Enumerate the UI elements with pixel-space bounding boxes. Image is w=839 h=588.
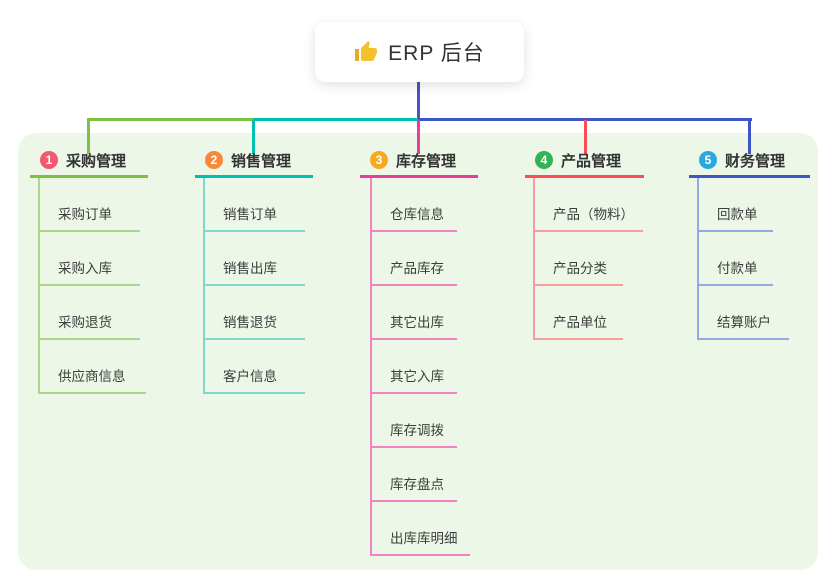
node-receipt-order-label: 回款单	[717, 207, 758, 222]
branch-finance-rail	[697, 178, 699, 340]
node-settlement-account-label: 结算账户	[717, 315, 771, 330]
branch-purchase-header[interactable]: 1 采购管理	[30, 147, 148, 173]
branch-product-header[interactable]: 4 产品管理	[525, 147, 644, 173]
node-product-stock[interactable]: 产品库存	[370, 250, 457, 286]
branch-product-badge: 4	[535, 151, 553, 169]
node-other-inbound-label: 其它入库	[390, 369, 444, 384]
node-payment-order[interactable]: 付款单	[697, 250, 773, 286]
node-receipt-order[interactable]: 回款单	[697, 196, 773, 232]
node-purchase-inbound[interactable]: 采购入库	[38, 250, 140, 286]
node-sales-outbound[interactable]: 销售出库	[203, 250, 305, 286]
branch-purchase-rail	[38, 178, 40, 394]
node-purchase-order[interactable]: 采购订单	[38, 196, 140, 232]
branch-purchase-label: 采购管理	[66, 152, 127, 170]
connector-drop-branch5	[748, 120, 751, 154]
branch-sales-underline	[195, 175, 313, 178]
node-warehouse-info[interactable]: 仓库信息	[370, 196, 457, 232]
branch-purchase-underline	[30, 175, 148, 178]
root-connector-line	[417, 82, 420, 119]
node-customer-info-label: 客户信息	[223, 369, 277, 384]
node-sales-return-label: 销售退货	[223, 315, 277, 330]
branch-inventory-badge: 3	[370, 151, 388, 169]
node-outbound-detail-label: 出库库明细	[390, 531, 458, 546]
node-sales-order-label: 销售订单	[223, 207, 277, 222]
branch-sales-header[interactable]: 2 销售管理	[195, 147, 313, 173]
node-customer-info[interactable]: 客户信息	[203, 358, 305, 394]
node-sales-order[interactable]: 销售订单	[203, 196, 305, 232]
node-other-outbound[interactable]: 其它出库	[370, 304, 457, 340]
branch-sales-label: 销售管理	[231, 152, 292, 170]
node-settlement-account[interactable]: 结算账户	[697, 304, 789, 340]
branch-finance-underline	[689, 175, 810, 178]
branch-sales-badge: 2	[205, 151, 223, 169]
branch-finance-badge: 5	[699, 151, 717, 169]
connector-branch1-line	[87, 118, 253, 121]
node-purchase-return[interactable]: 采购退货	[38, 304, 140, 340]
branch-finance-header[interactable]: 5 财务管理	[689, 147, 810, 173]
connector-drop-branch4	[584, 120, 587, 154]
branch-inventory-label: 库存管理	[396, 152, 457, 170]
branch-inventory-header[interactable]: 3 库存管理	[360, 147, 478, 173]
node-product-material[interactable]: 产品（物料）	[533, 196, 643, 232]
node-product-unit-label: 产品单位	[553, 315, 607, 330]
node-product-category[interactable]: 产品分类	[533, 250, 623, 286]
branch-product-label: 产品管理	[561, 152, 622, 170]
node-stock-taking-label: 库存盘点	[390, 477, 444, 492]
branch-product-rail	[533, 178, 535, 340]
connector-branch2-line	[253, 118, 418, 121]
node-stock-taking[interactable]: 库存盘点	[370, 466, 457, 502]
connector-drop-branch3	[417, 120, 420, 154]
node-supplier-info-label: 供应商信息	[58, 369, 126, 384]
node-outbound-detail[interactable]: 出库库明细	[370, 520, 470, 556]
node-stock-transfer[interactable]: 库存调拨	[370, 412, 457, 448]
root-title: ERP 后台	[388, 42, 485, 65]
node-purchase-inbound-label: 采购入库	[58, 261, 112, 276]
connector-drop-branch1	[87, 120, 90, 154]
root-node[interactable]: ERP 后台	[315, 22, 524, 82]
node-supplier-info[interactable]: 供应商信息	[38, 358, 146, 394]
branch-inventory-rail	[370, 178, 372, 556]
branch-purchase-badge: 1	[40, 151, 58, 169]
node-other-inbound[interactable]: 其它入库	[370, 358, 457, 394]
branch-inventory-underline	[360, 175, 478, 178]
branches-panel	[18, 133, 818, 570]
thumbs-up-icon	[355, 41, 378, 61]
node-product-category-label: 产品分类	[553, 261, 607, 276]
node-product-unit[interactable]: 产品单位	[533, 304, 623, 340]
node-product-stock-label: 产品库存	[390, 261, 444, 276]
branch-finance-label: 财务管理	[725, 152, 786, 170]
connector-drop-branch2	[252, 120, 255, 154]
branch-product-underline	[525, 175, 644, 178]
node-purchase-return-label: 采购退货	[58, 315, 112, 330]
node-sales-return[interactable]: 销售退货	[203, 304, 305, 340]
connector-branch5-line	[418, 118, 752, 121]
node-warehouse-info-label: 仓库信息	[390, 207, 444, 222]
branch-sales-rail	[203, 178, 205, 394]
node-purchase-order-label: 采购订单	[58, 207, 112, 222]
node-product-material-label: 产品（物料）	[553, 207, 634, 222]
node-payment-order-label: 付款单	[717, 261, 758, 276]
node-other-outbound-label: 其它出库	[390, 315, 444, 330]
node-sales-outbound-label: 销售出库	[223, 261, 277, 276]
node-stock-transfer-label: 库存调拨	[390, 423, 444, 438]
